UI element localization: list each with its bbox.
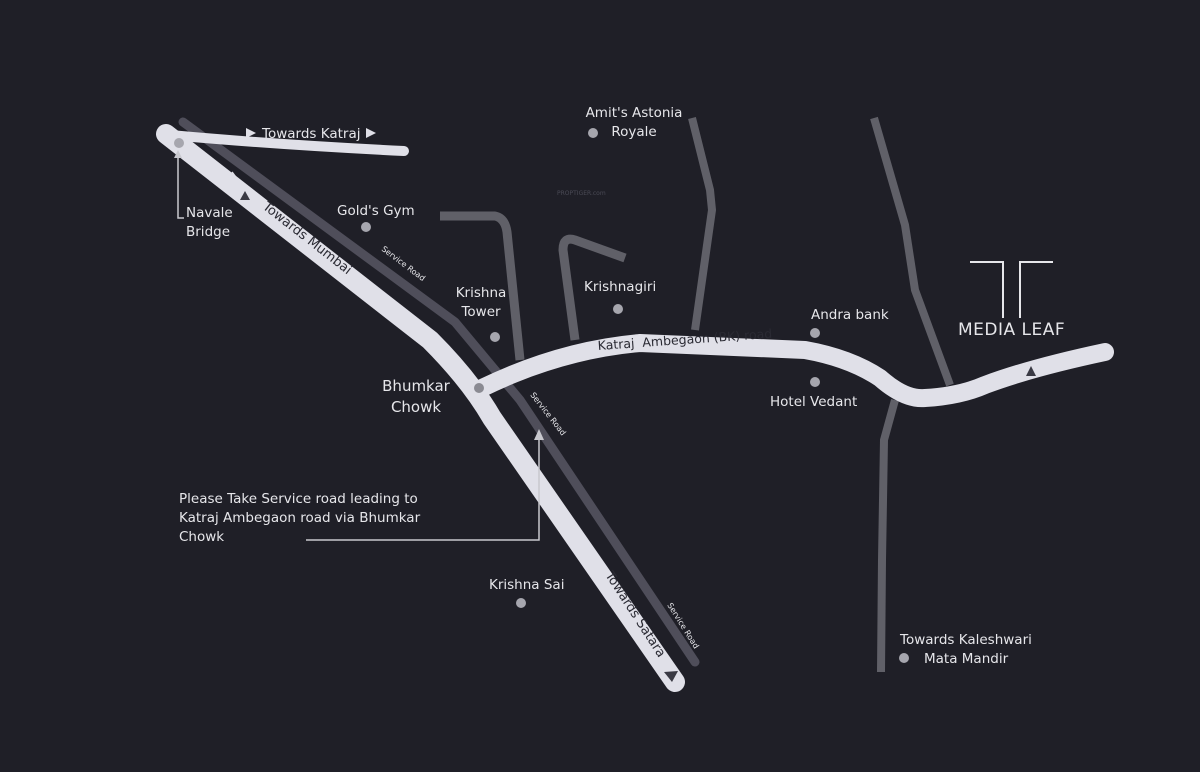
marker-amits [588,128,598,138]
navale-pointer-line [177,152,184,219]
marker-golds-gym [361,222,371,232]
marker-navale [174,138,184,148]
marker-krishna-sai [516,598,526,608]
label-navale-line2: Bridge [186,224,231,240]
note-pointer-line [306,432,540,541]
arrow-east-icon [1026,366,1036,376]
label-andra-bank: Andra bank [811,307,889,323]
label-krishna-tower: Krishna Tower [448,284,514,322]
label-towards-kaleshwari: Towards Kaleshwari Mata Mandir [900,631,1032,669]
label-towards-katraj: Towards Katraj [262,126,361,142]
arrow-katraj-right-icon [366,128,376,138]
note-line1: Please Take Service road leading to [179,491,418,507]
label-bhumkar-line2: Chowk [390,398,442,416]
marker-hotel-vedant [810,377,820,387]
road-east-north [870,116,954,387]
label-krishna-sai: Krishna Sai [489,577,565,593]
note-line3: Chowk [179,529,225,545]
watermark: PROPTIGER.com [557,190,606,197]
note-pointer-arrow-icon [534,429,544,440]
label-krishnagiri: Krishnagiri [584,279,657,295]
road-katraj-ambegaon [473,334,1114,408]
arrow-satara-icon [664,671,678,682]
arrow-katraj-left-icon [246,128,256,138]
media-leaf-logo-icon [970,261,1053,318]
service-road [178,117,700,667]
marker-bhumkar [474,383,484,393]
label-golds-gym: Gold's Gym [337,203,415,219]
road-gym-lane [440,211,525,361]
marker-andra-bank [810,328,820,338]
road-krishnagiri-lane [558,234,627,341]
road-amits-north [688,117,716,331]
road-kaleshwari [877,398,899,673]
marker-krishna-tower [490,332,500,342]
label-bhumkar-line1: Bhumkar [382,377,450,395]
label-amits-line2: Royale [611,124,657,140]
logo-text: MEDIA LEAF [958,320,1066,340]
label-amits-line1: Amit's Astonia [585,105,683,121]
arrow-mumbai-icon [240,191,250,200]
label-krishna-tower-line2: Tower [461,304,501,320]
label-hotel-vedant: Hotel Vedant [770,394,858,410]
label-kaleshwari-line1: Towards Kaleshwari [900,632,1032,648]
label-krishna-tower-line1: Krishna [455,285,507,301]
marker-kaleshwari [899,653,909,663]
note-text: Please Take Service road leading to Katr… [179,490,420,547]
label-navale-bridge: Navale Bridge [186,204,233,242]
label-kaleshwari-line2: Mata Mandir [924,651,1009,667]
note-line2: Katraj Ambegaon road via Bhumkar [179,510,421,526]
highway-main [156,124,685,692]
label-navale-line1: Navale [186,205,233,221]
bridge-zigzag-icon [226,171,240,193]
label-bhumkar-chowk: Bhumkar Chowk [375,376,457,418]
navale-pointer-arrow-icon [174,150,182,158]
label-amits-astonia: Amit's Astonia Royale [579,104,689,142]
road-towards-katraj [165,130,409,156]
marker-krishnagiri [613,304,623,314]
